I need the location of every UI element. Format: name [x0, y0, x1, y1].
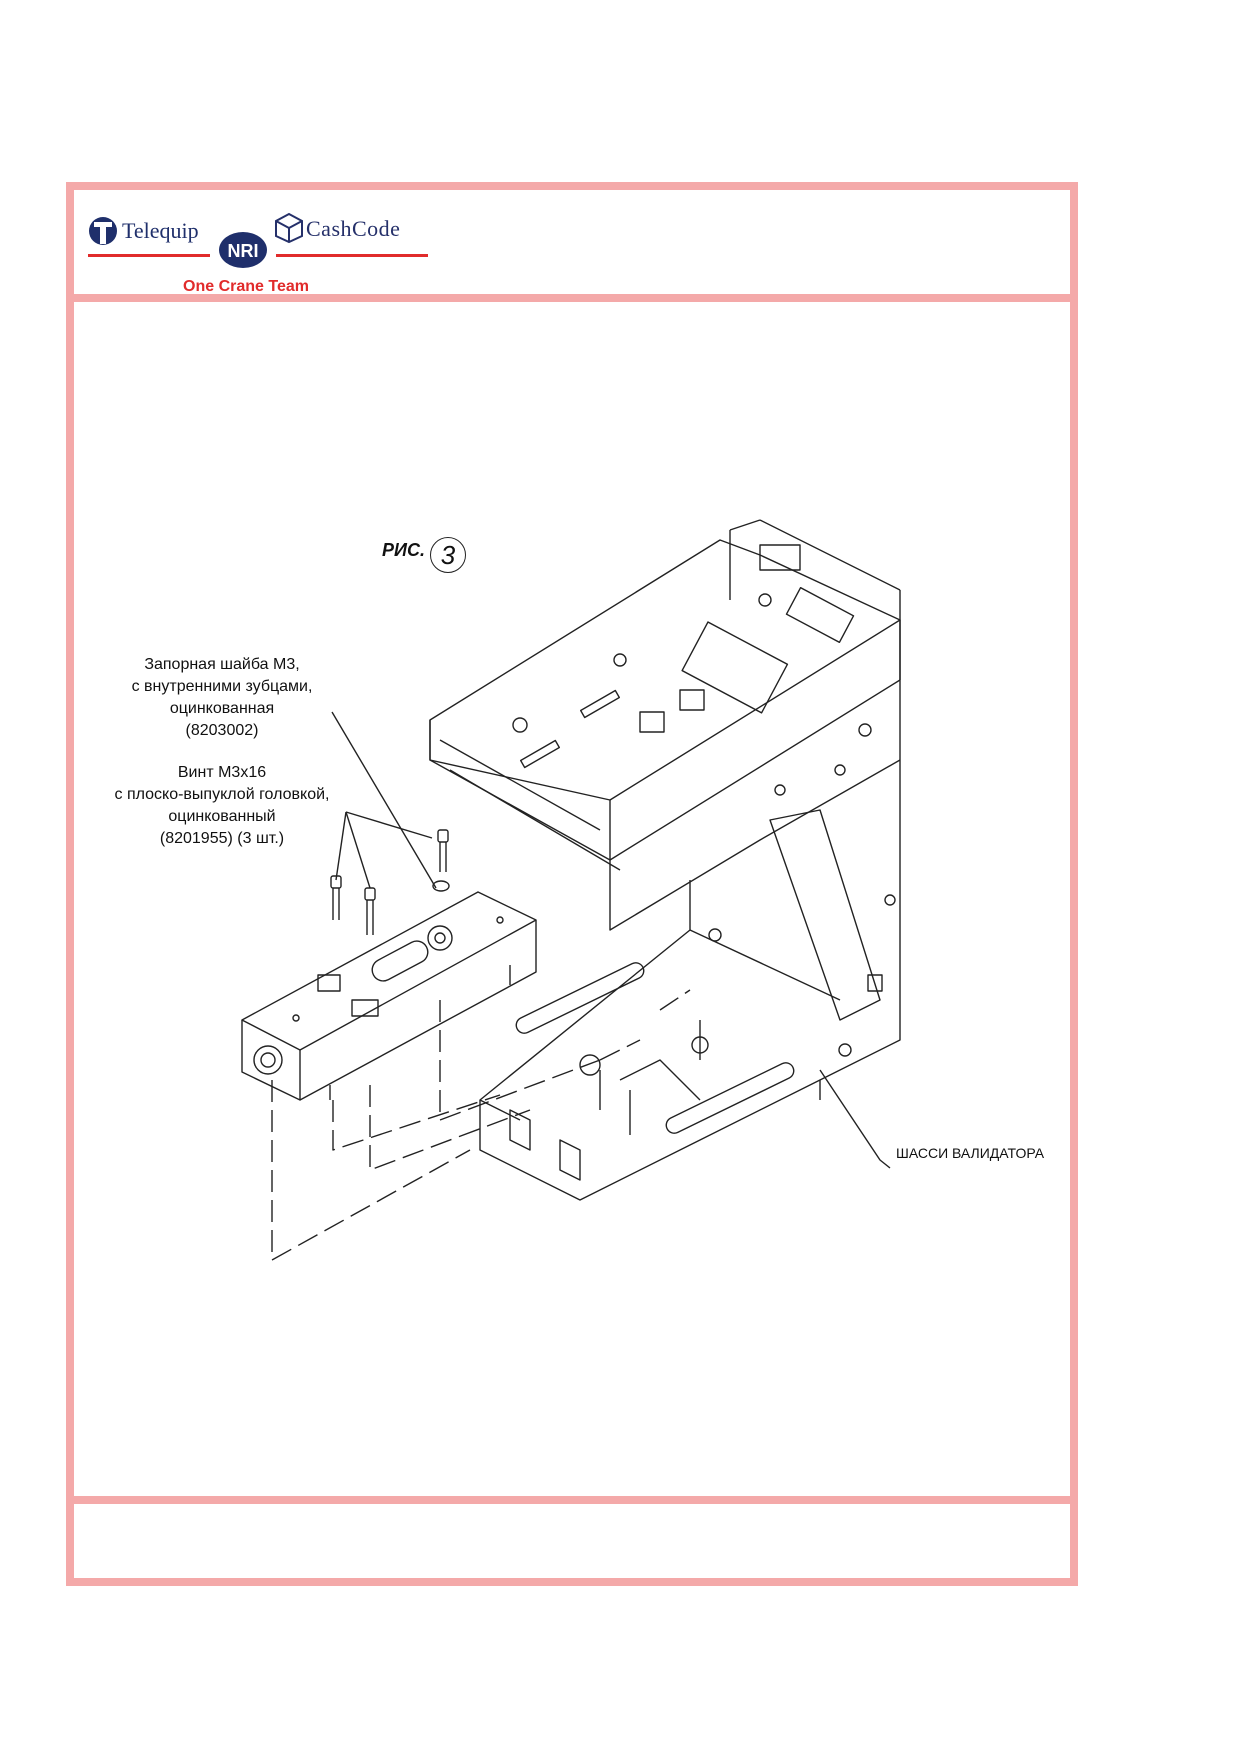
screw-callout-line: Винт М3х16 — [177, 764, 267, 781]
chassis-top-tray — [429, 519, 901, 871]
washer-callout-line: оцинкованная — [169, 700, 275, 717]
mounting-bracket — [241, 891, 537, 1101]
figure-number: 3 — [430, 537, 466, 573]
chassis-callout: ШАССИ ВАЛИДАТОРА — [896, 1145, 1045, 1161]
washer-callout-line: с внутренними зубцами, — [131, 678, 313, 695]
header-logos: Telequip NRI CashCode One Crane Team — [88, 210, 448, 302]
tagline: One Crane Team — [183, 278, 309, 295]
screw-callout-line: оцинкованный — [168, 808, 276, 825]
nri-logo-text: NRI — [228, 241, 259, 261]
chassis-lower-frame — [479, 880, 841, 1201]
screw-leader-line-3 — [345, 811, 371, 889]
screw-callout: Винт М3х16 с плоско-выпуклой головкой, о… — [82, 762, 362, 850]
washer-leader-line — [331, 711, 437, 889]
screw-leader-line-2 — [335, 811, 347, 881]
footer-divider — [66, 1496, 1078, 1504]
assembly-dashed-lines — [271, 989, 691, 1261]
telequip-underline — [88, 254, 210, 257]
cashcode-logo-text: CashCode — [306, 216, 401, 241]
figure-label: РИС. — [382, 540, 425, 560]
telequip-logo-icon — [89, 217, 117, 245]
screw-callout-line: (8201955) (3 шт.) — [159, 830, 285, 847]
nri-logo-icon: NRI — [219, 232, 267, 268]
screw-callout-line: с плоско-выпуклой головкой, — [114, 786, 330, 803]
cashcode-logo-icon — [275, 212, 303, 244]
chassis-side-plate — [609, 620, 901, 1100]
washer-callout: Запорная шайба М3, с внутренними зубцами… — [112, 654, 332, 742]
screw-leader-line-1 — [345, 811, 433, 839]
washer-callout-line: Запорная шайба М3, — [144, 656, 300, 673]
washer-callout-line: (8203002) — [185, 722, 259, 739]
page-frame — [66, 182, 1078, 1586]
telequip-logo-text: Telequip — [122, 218, 199, 243]
cashcode-underline — [276, 254, 428, 257]
chassis-leader-line — [819, 1069, 891, 1169]
screw-fasteners — [330, 829, 450, 935]
header-divider — [66, 294, 1078, 302]
